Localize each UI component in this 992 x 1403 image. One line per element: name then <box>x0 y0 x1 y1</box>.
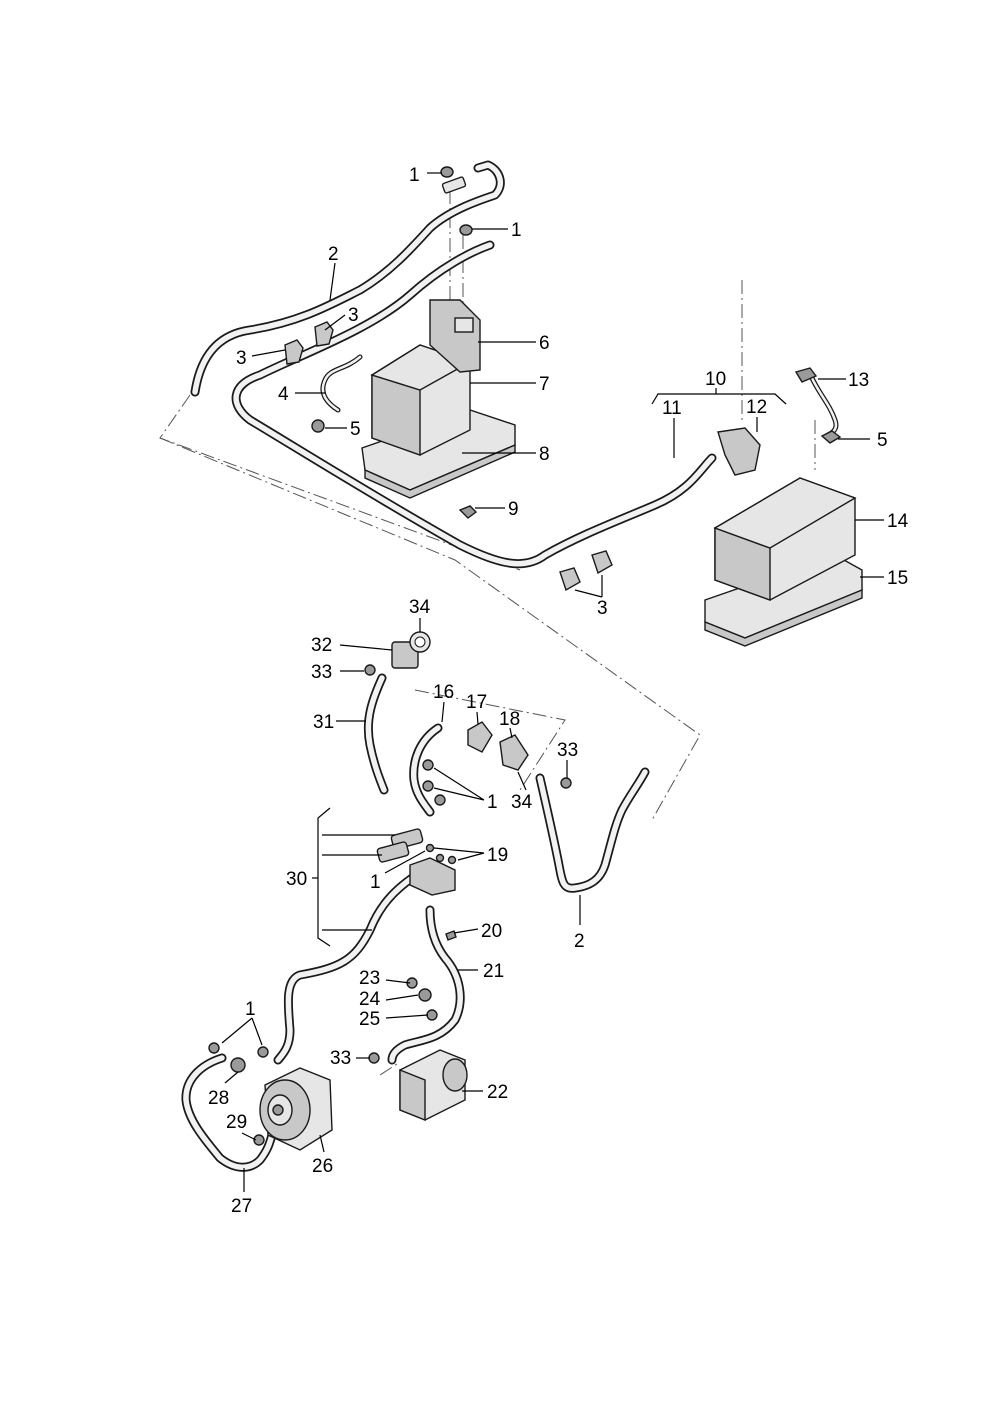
callout-16: 16 <box>433 682 454 703</box>
callout-22: 22 <box>487 1082 508 1103</box>
callout-15: 15 <box>887 568 908 589</box>
callout-1: 1 <box>511 220 522 241</box>
callout-24: 24 <box>359 989 381 1010</box>
callout-6: 6 <box>539 333 550 354</box>
callout-20: 20 <box>481 921 502 942</box>
callout-1: 1 <box>370 872 381 893</box>
callout-2: 2 <box>574 931 585 952</box>
callout-12: 12 <box>746 397 767 418</box>
callout-14: 14 <box>887 511 909 532</box>
callout-9: 9 <box>508 499 519 520</box>
ground-cable-27 <box>181 1053 277 1172</box>
battery-cable-2-upper <box>190 160 717 569</box>
battery-right-assembly <box>704 427 863 647</box>
callout-27: 27 <box>231 1196 252 1217</box>
leader-lines <box>221 172 884 1192</box>
callout-31: 31 <box>313 712 334 733</box>
callout-33: 33 <box>311 662 332 683</box>
battery-cable-2-lower <box>535 767 650 893</box>
callout-30: 30 <box>286 869 307 890</box>
callout-23: 23 <box>359 968 380 989</box>
callout-28: 28 <box>208 1088 229 1109</box>
callout-numbers: 1 1 2 3 3 6 4 7 5 8 9 10 11 12 13 5 14 1… <box>208 165 909 1217</box>
callout-11: 11 <box>662 398 682 419</box>
callout-1: 1 <box>487 792 498 813</box>
callout-5: 5 <box>877 430 888 451</box>
callout-2: 2 <box>328 244 339 265</box>
alternator-26 <box>259 1067 333 1151</box>
battery-left-assembly <box>361 299 516 499</box>
callout-32: 32 <box>311 635 332 656</box>
callout-33: 33 <box>330 1048 351 1069</box>
callout-1: 1 <box>245 999 256 1020</box>
callout-33: 33 <box>557 740 578 761</box>
callout-18: 18 <box>499 709 520 730</box>
callout-5: 5 <box>350 419 361 440</box>
callout-34: 34 <box>511 792 533 813</box>
callout-25: 25 <box>359 1009 380 1030</box>
harness-30-and-cable-21 <box>273 873 465 1065</box>
starter-motor-22 <box>399 1049 468 1122</box>
callout-3: 3 <box>597 598 608 619</box>
callout-29: 29 <box>226 1112 247 1133</box>
callout-26: 26 <box>312 1156 333 1177</box>
callout-3: 3 <box>348 305 359 326</box>
callout-34: 34 <box>409 597 431 618</box>
cables-31-16 <box>363 673 443 817</box>
callout-7: 7 <box>539 374 550 395</box>
upper-small-parts <box>284 166 842 592</box>
callout-3: 3 <box>236 348 247 369</box>
callout-10: 10 <box>705 369 726 390</box>
callout-1: 1 <box>409 165 420 186</box>
cable-13 <box>809 375 839 438</box>
callout-8: 8 <box>539 444 550 465</box>
callout-17: 17 <box>466 692 487 713</box>
callout-21: 21 <box>483 961 504 982</box>
ground-wire-4 <box>320 354 363 413</box>
middle-small-parts <box>208 631 572 1146</box>
callout-4: 4 <box>278 384 289 405</box>
callout-13: 13 <box>848 370 869 391</box>
callout-19: 19 <box>487 845 508 866</box>
